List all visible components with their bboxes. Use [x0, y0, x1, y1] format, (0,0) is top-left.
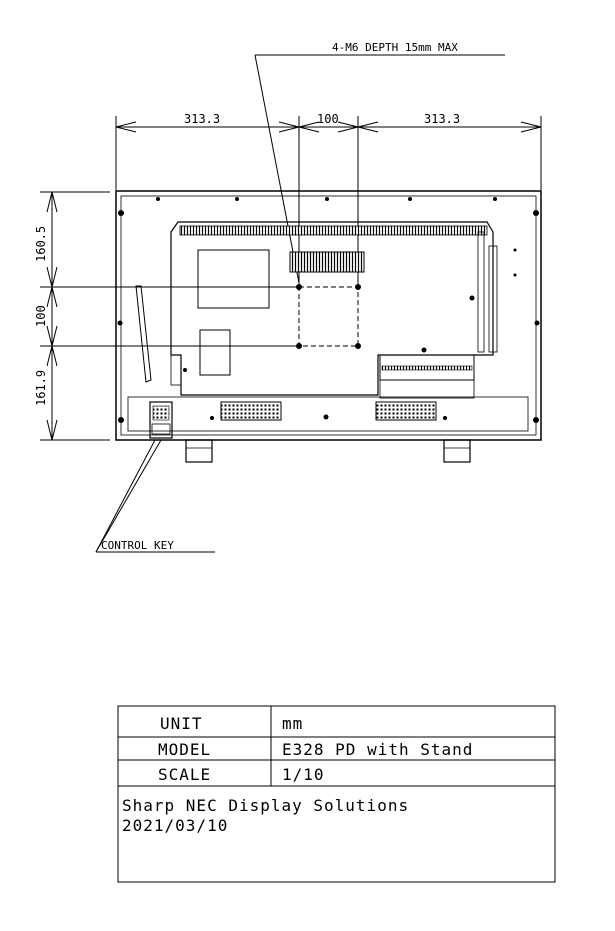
control-callout-text: CONTROL KEY: [101, 539, 174, 552]
rating-label: [197, 249, 270, 309]
bezel-screws: [117, 197, 540, 423]
vesa-hole-top-right: [355, 284, 361, 290]
terminal-base: [379, 379, 475, 399]
lower-housing: [127, 396, 529, 432]
vesa-hole-top-left: [296, 284, 302, 290]
vesa-pattern: [298, 286, 359, 347]
vesa-hole-bottom-left: [296, 343, 302, 349]
mount-callout: 4-M6 DEPTH 15mm MAX: [254, 41, 505, 284]
drawing-date: 2021/03/10: [122, 816, 228, 835]
vesa-hole-bottom-right: [355, 343, 361, 349]
title-block: [117, 705, 556, 883]
left-cable: [135, 285, 152, 383]
side-rail-outer: [477, 231, 485, 353]
mount-callout-leader: [254, 54, 300, 284]
control-key-box: [149, 401, 173, 439]
mount-callout-text: 4-M6 DEPTH 15mm MAX: [332, 41, 458, 54]
scale-label: SCALE: [158, 765, 211, 784]
terminal-strip: [381, 365, 473, 371]
monitor-inner-outline: [120, 195, 537, 436]
stand-foot-right: [443, 439, 471, 463]
sub-label: [199, 329, 231, 376]
scale-value: 1/10: [282, 765, 325, 784]
speaker-right: [375, 401, 437, 421]
unit-value: mm: [282, 714, 303, 733]
left-bracket: [170, 354, 182, 386]
monitor-outline: [115, 190, 542, 441]
top-vent: [179, 225, 488, 236]
dim-width-center: 100: [317, 112, 339, 126]
control-callout: [95, 439, 215, 553]
unit-label: UNIT: [160, 714, 203, 733]
height-dimensions: [40, 191, 300, 441]
dim-height-bottom: 161.9: [34, 370, 48, 406]
side-connector-strip: [488, 245, 498, 353]
dim-width-left: 313.3: [184, 112, 220, 126]
speaker-left: [220, 401, 282, 421]
dim-height-middle: 100: [34, 305, 48, 327]
monitor-rear-view: [115, 190, 542, 463]
company-name: Sharp NEC Display Solutions: [122, 796, 409, 815]
model-label: MODEL: [158, 740, 211, 759]
handle-grip: [289, 251, 365, 273]
dim-width-right: 313.3: [424, 112, 460, 126]
stand-foot-left: [185, 439, 213, 463]
width-dimensions: [115, 116, 542, 284]
dim-height-top: 160.5: [34, 226, 48, 262]
model-value: E328 PD with Stand: [282, 740, 473, 759]
